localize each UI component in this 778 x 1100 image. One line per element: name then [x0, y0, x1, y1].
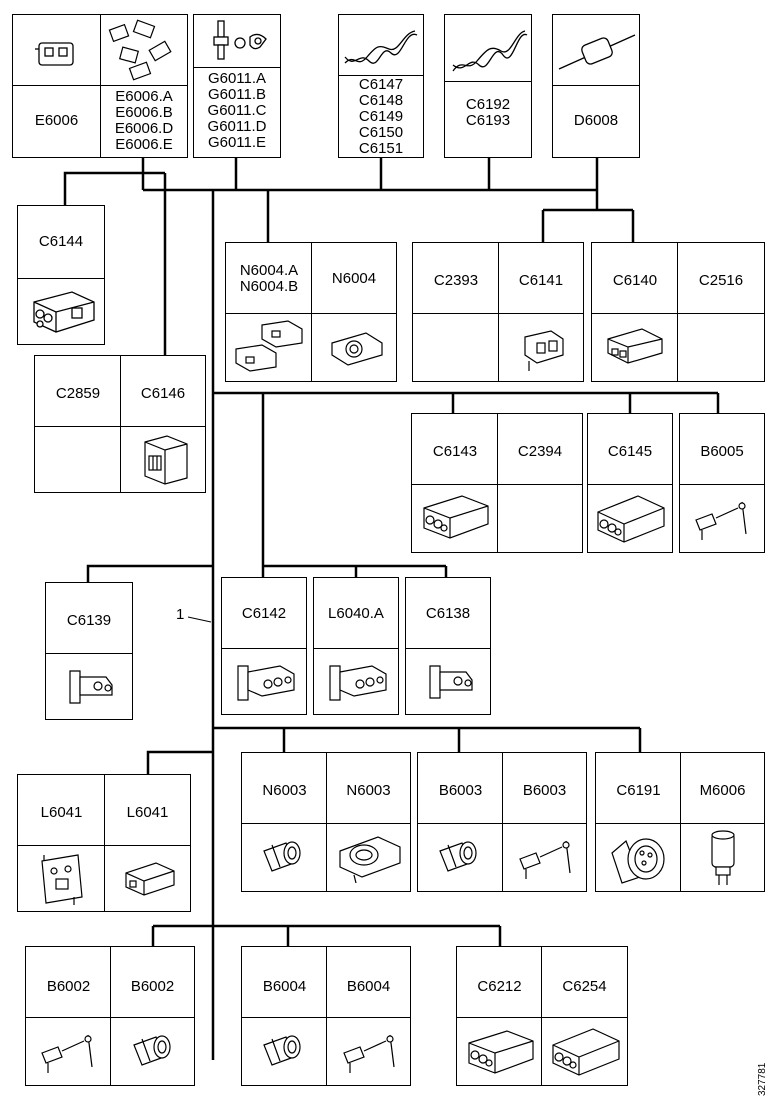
c6147-box: C6147 C6148 C6149 C6150 C6151 [338, 14, 424, 158]
label-c2859: C2859 [55, 385, 101, 402]
round-connector-icon [133, 1035, 171, 1066]
label-b6002-right: B6002 [130, 978, 175, 995]
circular-connector-icon [611, 838, 665, 884]
label-b6003-left: B6003 [438, 782, 483, 799]
callout-number: 1 [176, 606, 185, 623]
sealed-connector-icon [144, 435, 188, 485]
label-b6005: B6005 [700, 443, 744, 460]
document-number: 327781 [757, 1062, 768, 1096]
label-c6191: C6191 [616, 782, 661, 799]
label-c6140: C6140 [612, 272, 658, 289]
multi-pin-connector-icon [597, 495, 665, 543]
label-m6006: M6006 [699, 782, 746, 799]
sensor-icon [695, 501, 747, 540]
sensor-icon [41, 1034, 93, 1073]
n6003-box: N6003 N6003 [241, 752, 411, 892]
relay-housing-icon [235, 320, 303, 372]
label-c6254: C6254 [562, 978, 607, 995]
label-b6004-left: B6004 [262, 978, 307, 995]
b6002-box: B6002 B6002 [25, 946, 195, 1086]
connector-terminals-icon [108, 19, 172, 81]
label-n6003-left: N6003 [262, 782, 307, 799]
c6145-box: C6145 [587, 413, 673, 553]
multi-pin-connector-icon [423, 495, 489, 539]
label-c6138: C6138 [425, 605, 471, 622]
two-pin-connector-icon [429, 665, 473, 699]
b6003-box: B6003 B6003 [417, 752, 587, 892]
three-pin-connector-icon [237, 665, 295, 701]
l6041-box: L6041 L6041 [17, 774, 191, 912]
circuit-board-icon [41, 854, 83, 905]
socket-icon [331, 332, 383, 366]
label-g6011: G6011.A G6011.B G6011.C G6011.D G6011.E [207, 70, 267, 151]
c6192-box: C6192 C6193 [444, 14, 532, 158]
label-c6192: C6192 C6193 [465, 96, 511, 129]
label-c6146: C6146 [140, 385, 186, 402]
c6144-box: C6144 [17, 205, 105, 345]
label-c2394: C2394 [517, 443, 563, 460]
multi-pin-connector-icon [33, 291, 95, 333]
label-c6142: C6142 [241, 605, 287, 622]
two-pin-connector-icon [524, 330, 564, 371]
c6142-box: C6142 [221, 577, 307, 715]
label-l6041-right: L6041 [126, 804, 169, 821]
c6191-box: C6191 M6006 [595, 752, 765, 892]
label-e6006-variants: E6006.A E6006.B E6006.D E6006.E [114, 88, 174, 153]
twisted-pair-icon [452, 30, 528, 72]
two-pin-connector-icon [69, 670, 113, 704]
label-l6040: L6040.A [328, 605, 384, 622]
d6008-box: D6008 [552, 14, 640, 158]
g6011-box: G6011.A G6011.B G6011.C G6011.D G6011.E [193, 14, 281, 158]
c6212-box: C6212 C6254 [456, 946, 628, 1086]
label-c6139: C6139 [66, 612, 112, 629]
label-c6141: C6141 [518, 272, 564, 289]
three-pin-connector-icon [607, 328, 663, 364]
label-c2393: C2393 [433, 272, 479, 289]
round-connector-icon [263, 841, 301, 872]
e6006-box: E6006 E6006.A E6006.B E6006.D E6006.E [12, 14, 188, 158]
label-e6006: E6006 [34, 112, 79, 129]
socket-icon [339, 836, 401, 884]
label-n6004-variants: N6004.A N6004.B [239, 262, 299, 295]
l6040-box: L6040.A [313, 577, 399, 715]
label-c6212: C6212 [477, 978, 522, 995]
label-b6003-right: B6003 [522, 782, 567, 799]
two-pin-connector-icon [125, 862, 175, 896]
twisted-pair-icon [344, 30, 418, 64]
c6138-box: C6138 [405, 577, 491, 715]
c2859-box: C2859 C6146 [34, 355, 206, 493]
label-d6008: D6008 [573, 112, 619, 129]
round-connector-icon [263, 1035, 301, 1066]
c6143-box: C6143 C2394 [411, 413, 583, 553]
label-l6041-left: L6041 [40, 804, 83, 821]
motor-icon [711, 830, 735, 885]
ground-terminal-icon [213, 20, 267, 60]
c6139-box: C6139 [45, 582, 133, 720]
label-c6143: C6143 [432, 443, 478, 460]
sensor-icon [343, 1034, 395, 1073]
connector-housing-icon [35, 42, 74, 66]
c6140-box: C6140 C2516 [591, 242, 765, 382]
multi-pin-connector-icon [552, 1028, 620, 1076]
three-pin-connector-icon [329, 665, 387, 701]
b6005-box: B6005 [679, 413, 765, 553]
label-b6004-right: B6004 [346, 978, 391, 995]
n6004-box: N6004.A N6004.B N6004 [225, 242, 397, 382]
multi-pin-connector-icon [468, 1030, 534, 1074]
round-connector-icon [439, 841, 477, 872]
label-n6003-right: N6003 [346, 782, 391, 799]
label-c6147: C6147 C6148 C6149 C6150 C6151 [358, 76, 404, 157]
sensor-icon [519, 840, 571, 879]
label-c6145: C6145 [607, 443, 653, 460]
label-b6002-left: B6002 [46, 978, 91, 995]
c2393-box: C2393 C6141 [412, 242, 584, 382]
label-c2516: C2516 [698, 272, 744, 289]
diode-icon [558, 34, 636, 70]
b6004-box: B6004 B6004 [241, 946, 411, 1086]
label-c6144: C6144 [38, 233, 84, 250]
label-n6004: N6004 [331, 270, 377, 287]
